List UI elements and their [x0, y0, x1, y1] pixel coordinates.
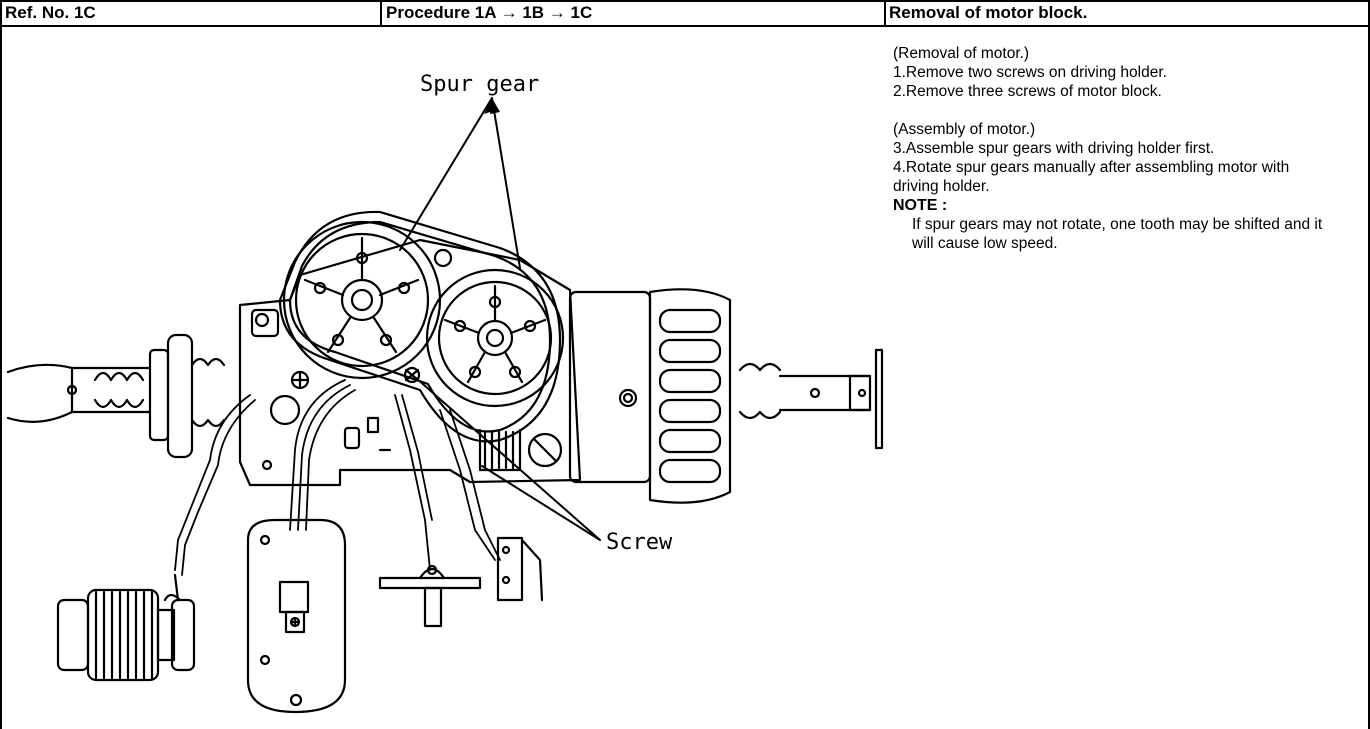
spur-gear-callout: Spur gear	[420, 72, 540, 97]
table-left-border	[0, 0, 2, 729]
switch-bracket	[496, 536, 544, 602]
note-text: If spur gears may not rotate, one tooth …	[912, 216, 1323, 252]
section-title: Removal of motor block.	[889, 3, 1088, 22]
removal-step-2: 2.Remove three screws of motor block.	[893, 83, 1162, 100]
idler-pulley	[378, 564, 482, 628]
screw-leader-2	[481, 465, 601, 541]
motor-block-drawing	[6, 97, 884, 714]
removal-step-1: 1.Remove two screws on driving holder.	[893, 64, 1167, 81]
procedure-sequence: Procedure 1A → 1B → 1C	[386, 3, 593, 22]
assembly-step-3: 3.Assemble spur gears with driving holde…	[893, 140, 1215, 157]
table-top-border	[0, 0, 1370, 2]
table-right-border	[1368, 0, 1370, 729]
assembly-heading: (Assembly of motor.)	[893, 121, 1036, 138]
ref-number: Ref. No. 1C	[5, 3, 96, 22]
right-spur-gear	[425, 268, 565, 408]
wiring	[174, 379, 501, 576]
assembly-step-4: 4.Rotate spur gears manually after assem…	[893, 159, 1290, 195]
housing	[238, 238, 582, 487]
table-header-divider	[0, 25, 1370, 27]
header-divider-2	[884, 0, 886, 27]
drive-belt	[278, 210, 562, 443]
right-drive-shaft	[738, 348, 884, 450]
sensor-plate	[246, 518, 347, 714]
screw-leader-1	[415, 377, 601, 541]
motor-body	[478, 288, 732, 504]
small-motor-component	[56, 573, 196, 682]
removal-heading: (Removal of motor.)	[893, 45, 1030, 62]
spur-gear-leader-1	[399, 97, 493, 251]
instructions-panel: (Removal of motor.) 1.Remove two screws …	[893, 44, 1363, 253]
header-divider-1	[380, 0, 382, 27]
spur-gear-leader-2	[491, 97, 521, 269]
left-spur-gear	[282, 220, 442, 380]
note-label: NOTE :	[893, 197, 948, 214]
screw-callout: Screw	[606, 530, 673, 555]
left-drive-shaft	[6, 333, 226, 459]
